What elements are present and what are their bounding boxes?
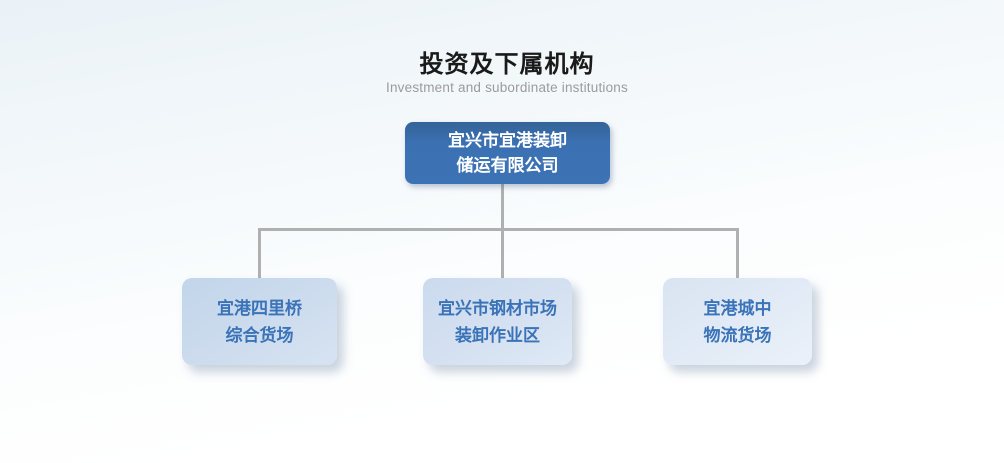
page-subtitle: Investment and subordinate institutions [386, 80, 628, 95]
org-child-2-label-line1: 宜兴市钢材市场 [438, 298, 557, 318]
connector-root-stem [501, 184, 504, 229]
page-title: 投资及下属机构 [419, 51, 595, 78]
connector-rail [258, 228, 738, 231]
org-child-1-label-line2: 综合货场 [225, 325, 294, 345]
org-root-node: 宜兴市宜港装卸 储运有限公司 [405, 122, 610, 184]
org-child-3-label-line1: 宜港城中 [703, 298, 772, 318]
org-child-1-label-line1: 宜港四里桥 [217, 298, 302, 318]
org-child-3-label-line2: 物流货场 [703, 325, 772, 345]
org-root-label-line2: 储运有限公司 [456, 156, 559, 175]
org-child-node-2: 宜兴市钢材市场 装卸作业区 [423, 278, 572, 365]
org-child-node-3: 宜港城中 物流货场 [663, 278, 812, 365]
org-child-node-1: 宜港四里桥 综合货场 [182, 278, 337, 365]
connector-drop-left [258, 228, 261, 278]
connector-drop-right [736, 228, 739, 278]
org-root-label-line1: 宜兴市宜港装卸 [448, 131, 567, 150]
connector-drop-middle [501, 228, 504, 278]
org-child-2-label-line2: 装卸作业区 [455, 325, 540, 345]
